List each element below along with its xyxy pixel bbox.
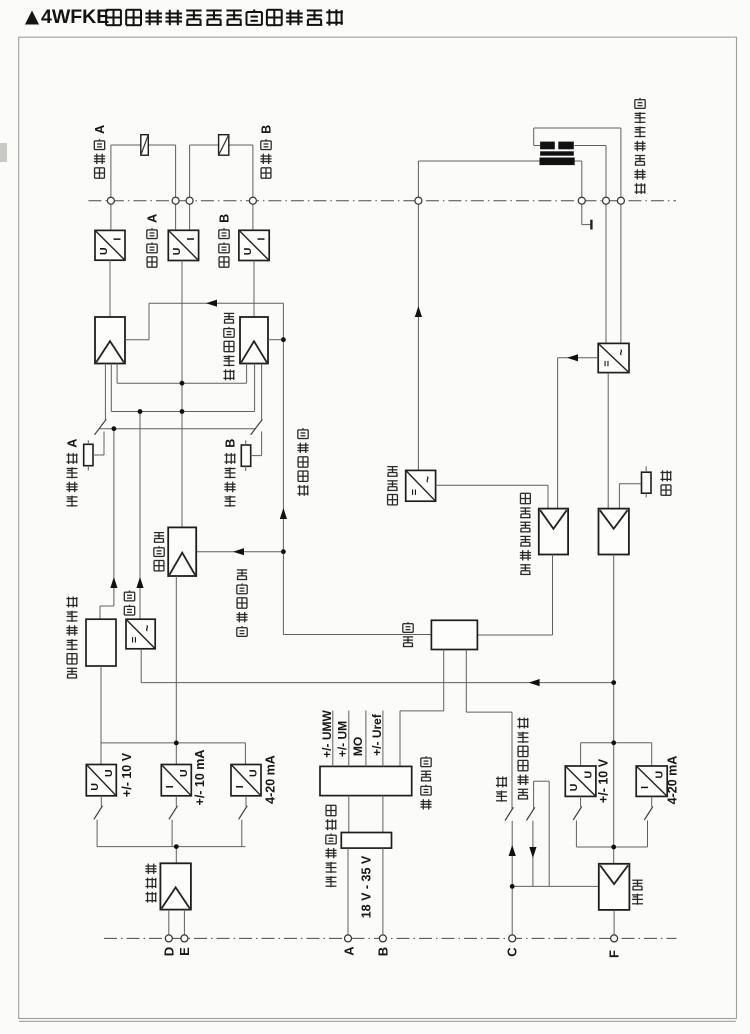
svg-text:18 V - 35 V: 18 V - 35 V bbox=[359, 855, 373, 918]
svg-text:~: ~ bbox=[142, 625, 154, 632]
svg-text:U: U bbox=[89, 783, 101, 791]
svg-text:+/- Uref: +/- Uref bbox=[370, 713, 384, 756]
svg-text:4-20 mA: 4-20 mA bbox=[665, 756, 679, 805]
svg-text:I: I bbox=[185, 237, 197, 240]
svg-text:U: U bbox=[247, 769, 259, 777]
svg-text:U: U bbox=[654, 771, 666, 779]
svg-text:~: ~ bbox=[616, 349, 628, 356]
svg-text:U: U bbox=[171, 248, 183, 256]
svg-text:4WFKE: 4WFKE bbox=[41, 6, 109, 28]
svg-text:I: I bbox=[234, 785, 246, 788]
svg-text:=: = bbox=[129, 637, 141, 643]
svg-text:4-20 mA: 4-20 mA bbox=[263, 755, 277, 804]
svg-text:+/- 10 V: +/- 10 V bbox=[596, 758, 610, 803]
svg-text:MO: MO bbox=[351, 737, 365, 756]
svg-text:B: B bbox=[259, 125, 273, 134]
svg-text:~: ~ bbox=[423, 476, 435, 483]
svg-text:A: A bbox=[341, 946, 356, 956]
svg-text:+/- 10 V: +/- 10 V bbox=[120, 752, 134, 797]
svg-text:+/- 10 mA: +/- 10 mA bbox=[193, 750, 207, 806]
svg-text:A: A bbox=[93, 125, 107, 134]
svg-text:F: F bbox=[607, 950, 622, 958]
svg-text:U: U bbox=[98, 247, 110, 255]
svg-text:I: I bbox=[164, 785, 176, 788]
svg-text:D: D bbox=[161, 947, 176, 956]
svg-text:A: A bbox=[145, 214, 159, 223]
svg-text:+/- UM: +/- UM bbox=[336, 721, 350, 757]
svg-text:A: A bbox=[65, 439, 79, 448]
svg-text:I: I bbox=[111, 238, 123, 241]
svg-text:B: B bbox=[223, 439, 237, 448]
svg-text:B: B bbox=[375, 947, 390, 956]
svg-text:I: I bbox=[256, 237, 268, 240]
svg-text:I: I bbox=[639, 786, 651, 789]
svg-text:C: C bbox=[505, 947, 520, 957]
svg-text:U: U bbox=[568, 784, 580, 792]
svg-text:E: E bbox=[177, 947, 192, 956]
svg-text:U: U bbox=[582, 771, 594, 779]
svg-text:=: = bbox=[601, 361, 613, 367]
svg-text:U: U bbox=[242, 248, 254, 256]
svg-text:=: = bbox=[408, 489, 420, 495]
svg-text:U: U bbox=[103, 769, 115, 777]
svg-text:U: U bbox=[178, 769, 190, 777]
svg-text:B: B bbox=[217, 214, 231, 223]
svg-text:+/- UMW: +/- UMW bbox=[320, 710, 334, 758]
